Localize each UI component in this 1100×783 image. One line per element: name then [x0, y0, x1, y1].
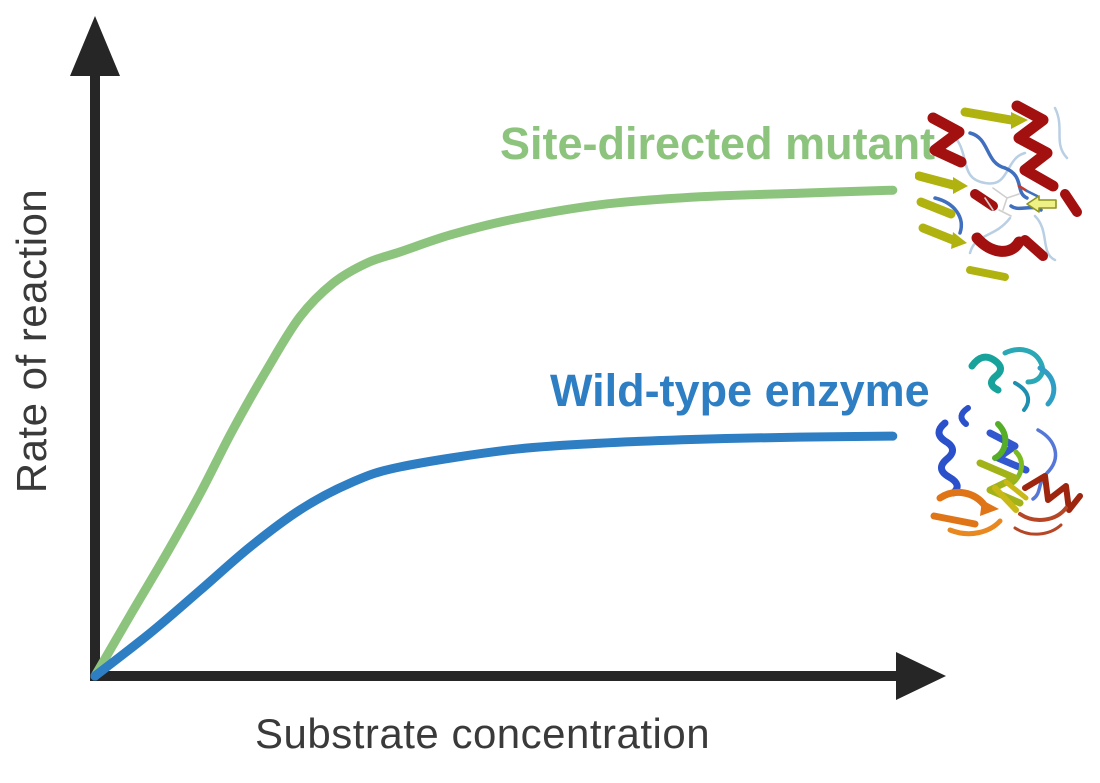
series-label-mutant: Site-directed mutant — [500, 118, 936, 169]
x-axis-label: Substrate concentration — [255, 710, 711, 757]
y-axis-label: Rate of reaction — [8, 188, 55, 494]
axes — [70, 16, 946, 700]
x-axis-arrowhead-icon — [896, 652, 946, 700]
curve-layer — [90, 185, 898, 681]
y-axis-arrowhead-icon — [70, 16, 120, 76]
mutant-structure-image — [915, 100, 1082, 281]
wildtype-structure-image — [930, 347, 1083, 537]
series-label-wildtype: Wild-type enzyme — [550, 365, 930, 416]
curve-site-directed-mutant — [90, 185, 898, 681]
active-site-arrow-icon — [1026, 195, 1057, 213]
curve-wild-type-enzyme — [90, 431, 898, 681]
